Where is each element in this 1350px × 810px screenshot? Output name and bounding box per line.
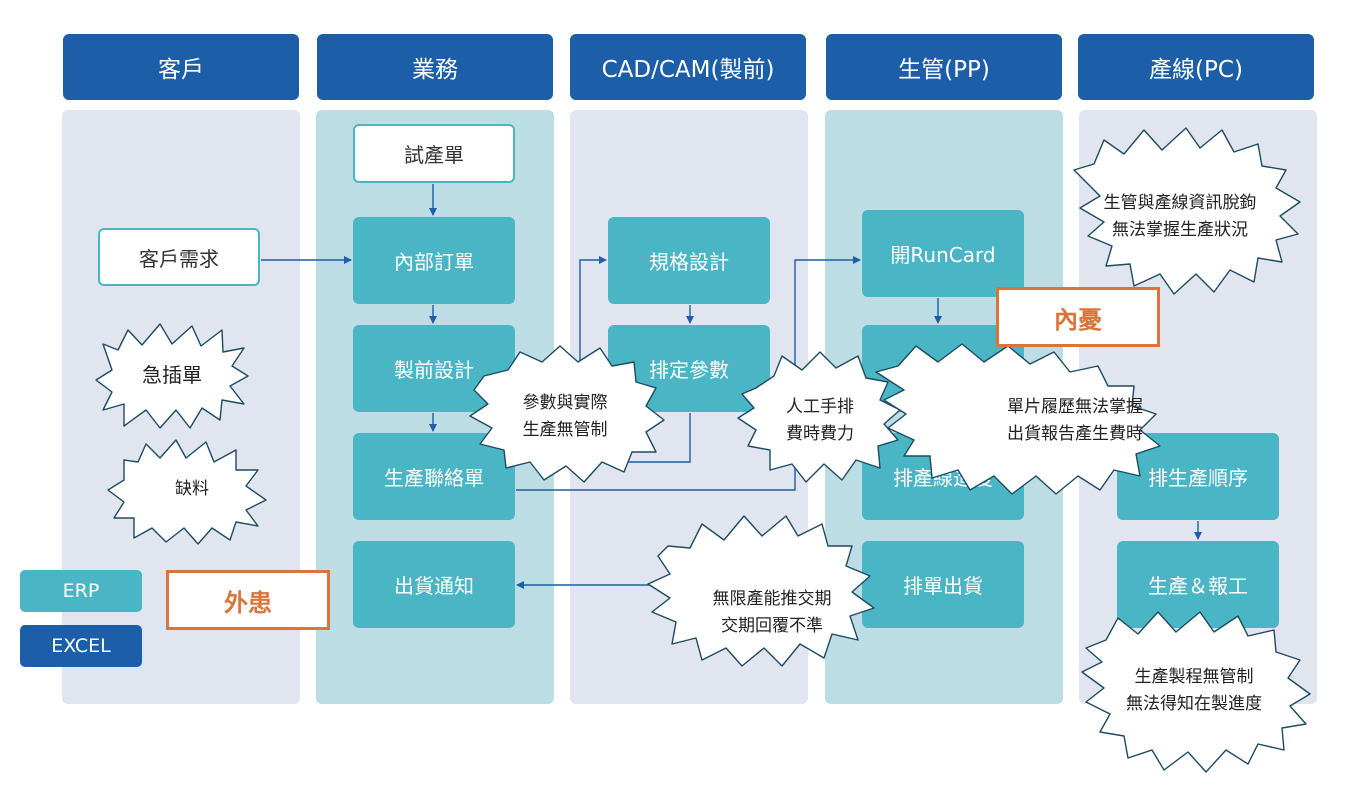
cloud-history-line2: 出貨報告產生費時 (1007, 424, 1143, 444)
schedule-ship-box: 排單出貨 (862, 541, 1024, 628)
cloud-manual-schedule: 人工手排 費時費力 (758, 386, 882, 456)
external-tag: 外患 (166, 570, 330, 630)
cloud-pp-pc-disconnect-line2: 無法掌握生產狀況 (1112, 220, 1248, 240)
cloud-infinite-capacity-line2: 交期回覆不準 (721, 616, 823, 636)
spec-design-box: 規格設計 (608, 217, 770, 304)
cloud-infinite-capacity-shape (647, 515, 875, 667)
header-pp: 生管(PP) (826, 34, 1062, 100)
cloud-param-control: 參數與實際 生產無管制 (490, 382, 640, 452)
cloud-param-control-line2: 生產無管制 (522, 420, 608, 440)
header-pc: 產線(PC) (1078, 34, 1314, 100)
cloud-param-control-line1: 參數與實際 (522, 392, 608, 413)
cloud-process-control: 生產製程無管制 無法得知在製進度 (1104, 654, 1284, 728)
legend-excel: EXCEL (20, 625, 142, 667)
cloud-process-control-line1: 生產製程無管制 (1134, 666, 1254, 687)
open-runcard-box: 開RunCard (862, 210, 1024, 297)
cloud-shortage-shape (107, 439, 267, 545)
cloud-manual-schedule-line1: 人工手排 (786, 396, 854, 417)
cloud-infinite-capacity: 無限產能推交期 交期回覆不準 (682, 576, 862, 650)
cloud-manual-schedule-line2: 費時費力 (786, 424, 854, 444)
internal-order-box: 內部訂單 (353, 217, 515, 304)
shipping-notice-box: 出貨通知 (353, 541, 515, 628)
production-contact-box: 生產聯絡單 (353, 433, 515, 520)
cloud-process-control-shape (1081, 611, 1311, 773)
legend-erp: ERP (20, 570, 142, 612)
cloud-infinite-capacity-line1: 無限產能推交期 (712, 588, 832, 609)
header-customer: 客戶 (63, 34, 299, 100)
cloud-shortage: 缺料 (144, 470, 240, 510)
cloud-history: 單片履歷無法掌握 出貨報告產生費時 (992, 386, 1158, 456)
cloud-pp-pc-disconnect-line1: 生管與產線資訊脫鉤 (1103, 192, 1257, 213)
cloud-rush-order-shape (95, 323, 249, 429)
cloud-manual-schedule-shape (737, 351, 901, 483)
cloud-pp-pc-disconnect-shape (1073, 127, 1301, 295)
cloud-process-control-line2: 無法得知在製進度 (1126, 694, 1262, 714)
cloud-param-control-shape (469, 345, 665, 483)
cloud-rush-order: 急插單 (124, 355, 220, 395)
cloud-history-line1: 單片履歷無法掌握 (1007, 396, 1143, 417)
trial-order-box: 試產單 (353, 124, 515, 183)
customer-demand-box: 客戶需求 (98, 228, 260, 286)
cloud-rush-order-label: 急插單 (142, 363, 202, 387)
cloud-pp-pc-disconnect: 生管與產線資訊脫鉤 無法掌握生產狀況 (1090, 180, 1270, 254)
header-sales: 業務 (317, 34, 553, 100)
header-cadcam: CAD/CAM(製前) (570, 34, 806, 100)
internal-tag: 內憂 (996, 287, 1160, 347)
cloud-shortage-label: 缺料 (175, 479, 209, 500)
